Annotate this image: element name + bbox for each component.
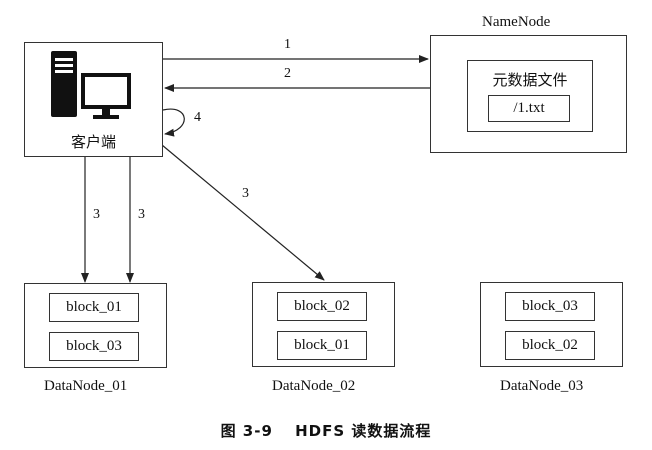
- step-2-label: 2: [284, 66, 291, 81]
- datanode-03-block-1: block_03: [505, 292, 595, 321]
- step-3b-label: 3: [138, 207, 145, 222]
- datanode-02-block-1: block_02: [277, 292, 367, 321]
- step-4-label: 4: [194, 110, 201, 125]
- step-1-label: 1: [284, 37, 291, 52]
- datanode-02-block-2: block_01: [277, 331, 367, 360]
- datanode-01-block-2: block_03: [49, 332, 139, 361]
- metadata-box: 元数据文件 /1.txt: [467, 60, 593, 132]
- metadata-label: 元数据文件: [492, 71, 568, 89]
- datanode-02-name: DataNode_02: [272, 378, 356, 394]
- arrow-step-4: [162, 108, 185, 137]
- datanode-01-box: block_01 block_03: [24, 283, 167, 368]
- namenode-box: 元数据文件 /1.txt: [430, 35, 627, 153]
- step-3a-label: 3: [93, 207, 100, 222]
- datanode-03-box: block_03 block_02: [480, 282, 623, 367]
- computer-icon: [51, 51, 131, 119]
- arrow-step-3-c: [161, 144, 325, 281]
- client-box: 客户端: [24, 42, 163, 157]
- figure-caption: 图 3-9 HDFS 读数据流程: [220, 422, 432, 440]
- datanode-02-box: block_02 block_01: [252, 282, 395, 367]
- namenode-title: NameNode: [482, 14, 551, 30]
- datanode-01-block-1: block_01: [49, 293, 139, 322]
- client-label: 客户端: [70, 133, 116, 151]
- datanode-03-block-2: block_02: [505, 331, 595, 360]
- step-3c-label: 3: [242, 186, 249, 201]
- datanode-03-name: DataNode_03: [500, 378, 584, 394]
- datanode-01-name: DataNode_01: [44, 378, 128, 394]
- file-box: /1.txt: [488, 95, 570, 122]
